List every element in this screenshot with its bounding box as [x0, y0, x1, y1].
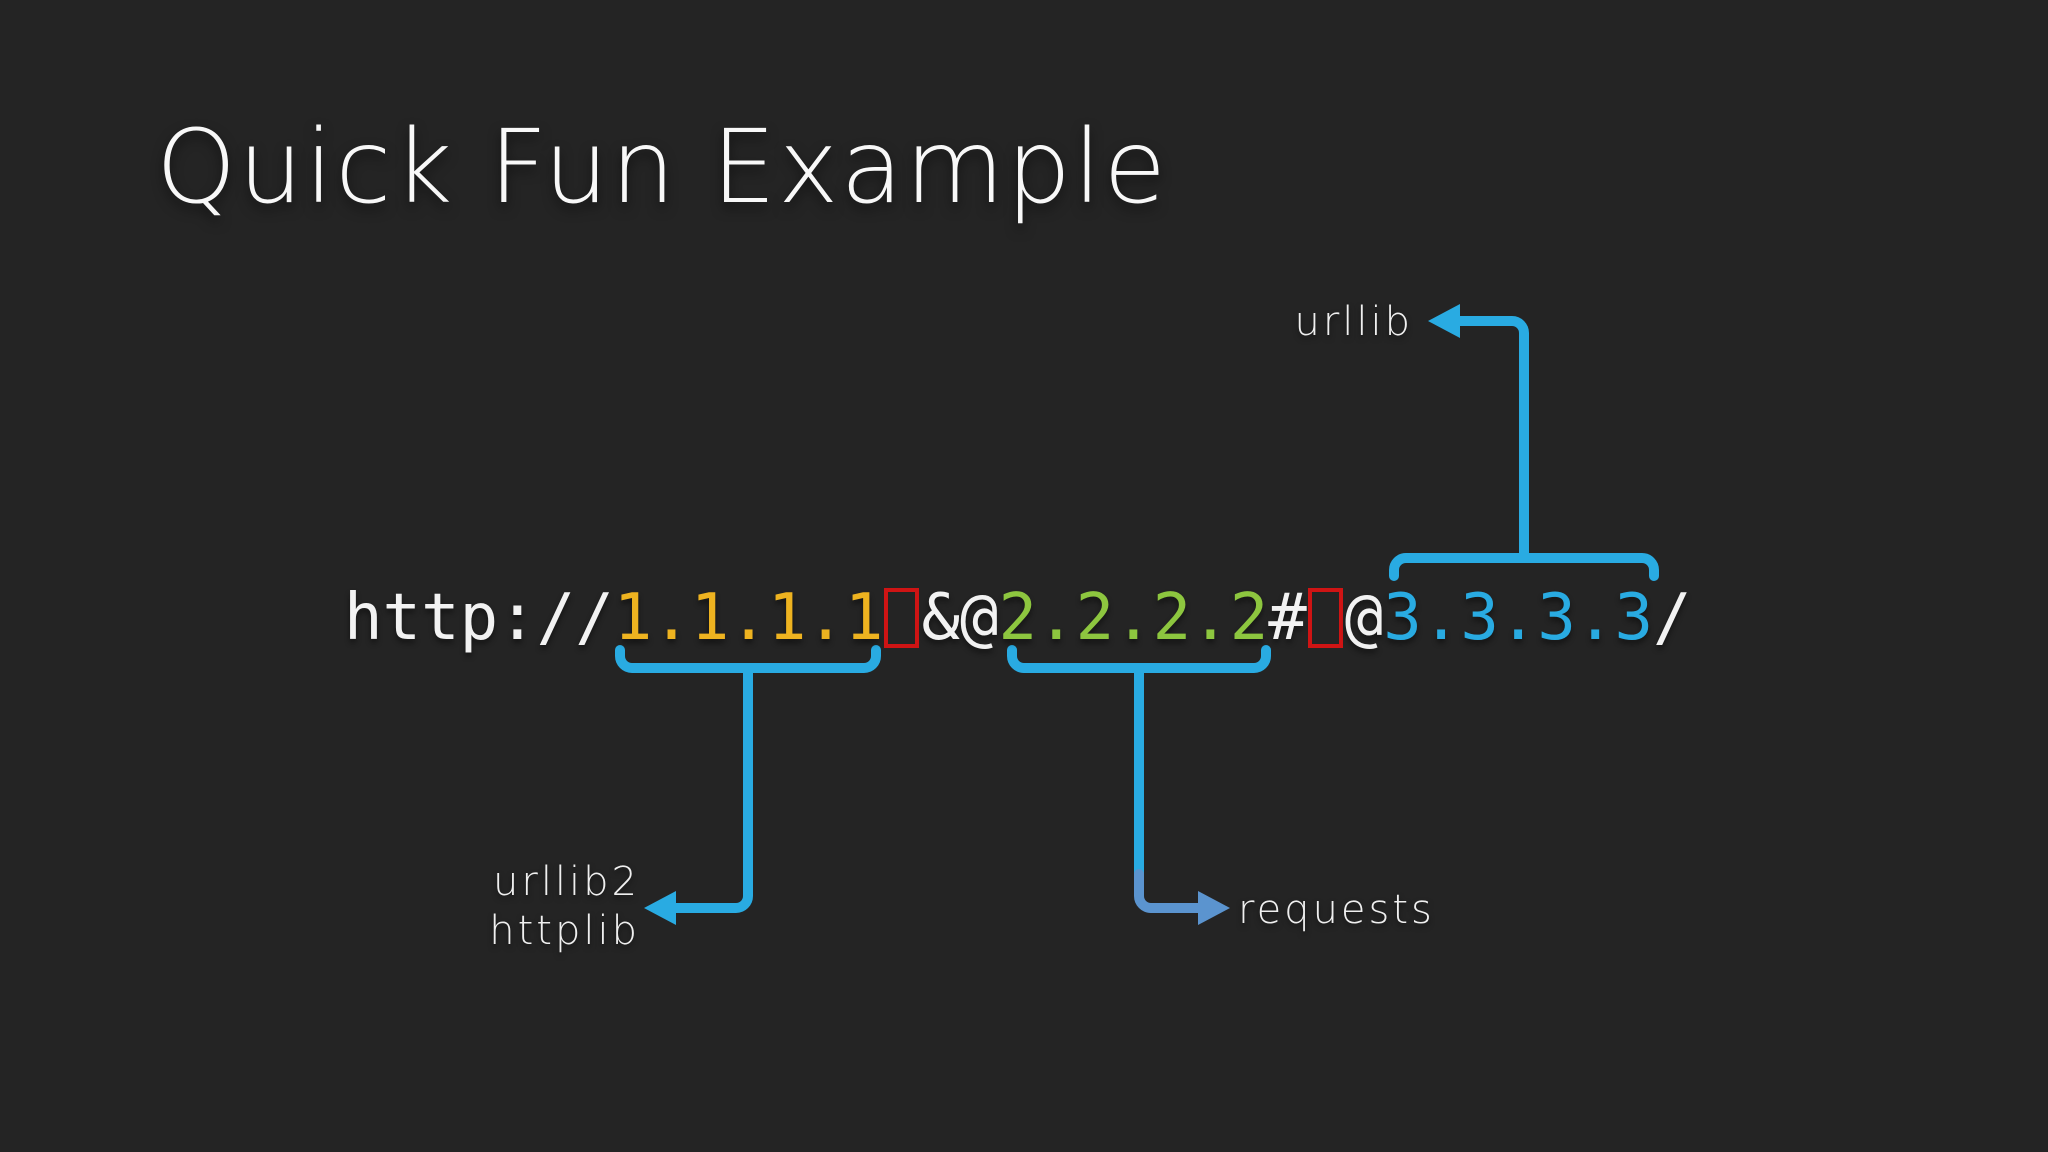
- connector-line-third-host: [1455, 316, 1529, 563]
- url-part-third-host: 3.3.3.3: [1383, 581, 1653, 655]
- arrow-left-icon: [644, 891, 676, 925]
- bracket-arrow-urllib: [1389, 304, 1659, 581]
- bracket-arrow-requests: [1007, 645, 1271, 925]
- space-highlight-box-1: [884, 588, 920, 648]
- page-title: Quick Fun Example: [156, 108, 1169, 227]
- label-urllib2-line: urllib2: [493, 859, 640, 905]
- label-requests: requests: [1238, 887, 1435, 933]
- label-urllib: urllib: [1294, 299, 1413, 345]
- url-text: http:// 1.1.1.1 &@ 2.2.2.2 # @ 3.3.3.3 /: [344, 581, 1692, 655]
- space-highlight-box-2: [1307, 588, 1343, 648]
- url-part-at-sign: @: [1344, 581, 1384, 655]
- bracket-arrow-urllib2-httplib: [615, 645, 881, 925]
- arrow-left-icon: [1428, 304, 1460, 338]
- url-part-second-host: 2.2.2.2: [998, 581, 1269, 655]
- label-httplib-line: httplib: [489, 908, 640, 954]
- url-part-slash: /: [1653, 581, 1692, 655]
- connector-elbow-second-host: [1134, 869, 1203, 913]
- arrow-right-icon: [1198, 891, 1230, 925]
- connector-line-first-host: [671, 663, 753, 913]
- url-part-scheme: http://: [344, 581, 614, 655]
- label-urllib2-httplib: urllib2 httplib: [400, 858, 640, 956]
- url-part-first-host: 1.1.1.1: [613, 581, 884, 655]
- url-part-separator: &@: [921, 581, 999, 655]
- url-part-hash: #: [1268, 581, 1307, 655]
